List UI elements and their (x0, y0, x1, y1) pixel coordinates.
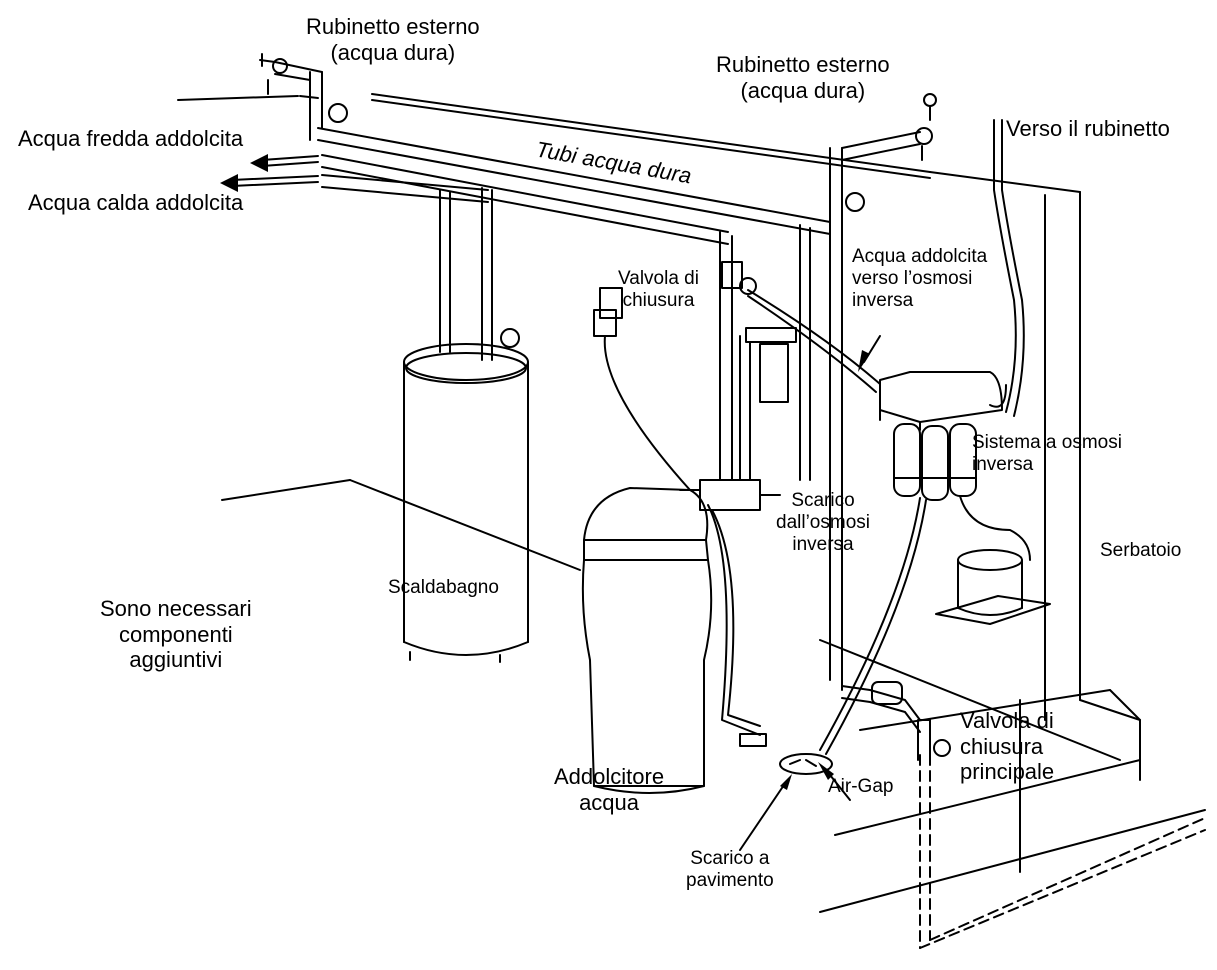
label-main-valve-text: Valvola di chiusura principale (960, 708, 1055, 785)
label-hot-soft: Acqua calda addolcita (28, 190, 244, 215)
label-outdoor-tap-right-text: Rubinetto esterno (acqua dura) (716, 52, 890, 103)
label-water-softener-text: Addolcitore acqua (554, 764, 665, 815)
shutoff-valve (721, 261, 757, 295)
hard-water-pipe (309, 71, 843, 691)
label-water-heater: Scaldabagno (388, 577, 499, 598)
label-outdoor-tap-left: Rubinetto esterno (acqua dura) (306, 14, 480, 65)
label-floor-drain: Scarico a pavimento (686, 848, 774, 892)
soft-water-pipes (321, 154, 811, 481)
ro-system (879, 371, 1031, 561)
label-outdoor-tap-right: Rubinetto esterno (acqua dura) (716, 52, 890, 103)
room-outline (177, 93, 1121, 761)
power-outlet (593, 287, 691, 491)
wall-panel (929, 171, 1141, 873)
label-water-softener: Addolcitore acqua (554, 764, 664, 815)
water-softener (581, 487, 767, 794)
label-shutoff-valve-text: Valvola di chiusura (618, 268, 699, 312)
label-outdoor-tap-left-text: Rubinetto esterno (acqua dura) (306, 14, 480, 65)
label-soft-to-ro: Acqua addolcita verso l’osmosi inversa (852, 246, 987, 313)
label-ro-system: Sistema a osmosi inversa (972, 432, 1122, 476)
water-meter (841, 681, 951, 761)
ro-drain-tube (819, 497, 921, 751)
label-to-faucet: Verso il rubinetto (1006, 116, 1170, 141)
label-cold-soft: Acqua fredda addolcita (18, 126, 244, 151)
label-ro-system-text: Sistema a osmosi inversa (972, 432, 1122, 476)
label-main-valve: Valvola di chiusura principale (960, 708, 1054, 785)
label-extra-components-text: Sono necessari componenti aggiuntivi (100, 596, 252, 673)
sediment-filter (739, 327, 797, 481)
ro-feed-tube (747, 289, 881, 385)
faucet-tube (993, 119, 1017, 413)
label-floor-drain-text: Scarico a pavimento (686, 848, 774, 892)
floor-drain (779, 753, 833, 775)
label-tank: Serbatoio (1100, 540, 1182, 561)
output-arrows (231, 155, 319, 187)
underground-pipe (919, 754, 1206, 949)
floor-slab (819, 689, 1206, 913)
ro-tank (935, 549, 1051, 625)
label-extra-components: Sono necessari componenti aggiuntivi (100, 596, 252, 673)
label-air-gap: Air-Gap (828, 776, 894, 797)
label-soft-to-ro-text: Acqua addolcita verso l’osmosi inversa (852, 246, 988, 312)
label-ro-drain-text: Scarico dall’osmosi inversa (776, 490, 870, 556)
label-shutoff-valve: Valvola di chiusura (618, 268, 699, 312)
outdoor-tap-left (259, 53, 348, 123)
outdoor-tap-right (841, 93, 937, 212)
water-heater (403, 343, 529, 663)
label-ro-drain: Scarico dall’osmosi inversa (776, 490, 870, 557)
bypass-valve (679, 479, 781, 511)
